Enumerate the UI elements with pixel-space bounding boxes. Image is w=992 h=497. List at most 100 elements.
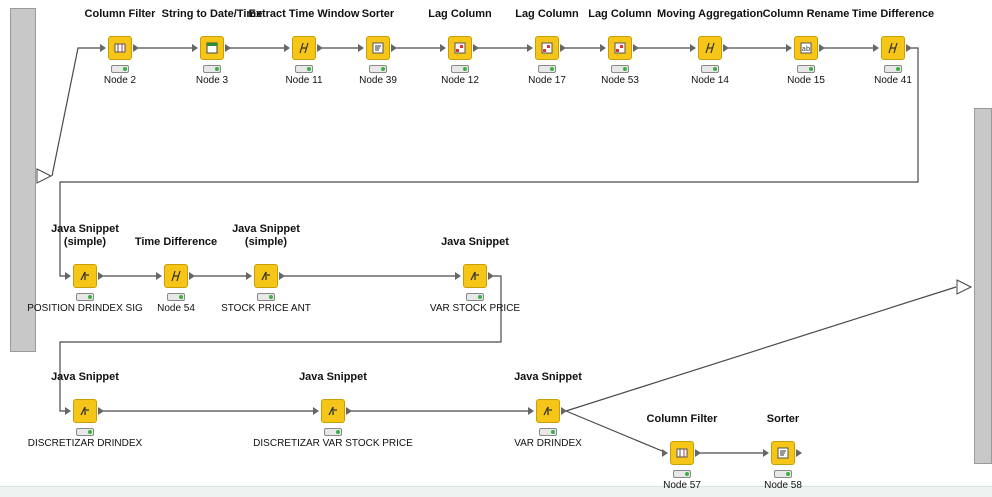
output-port[interactable] — [98, 272, 104, 280]
input-port[interactable] — [763, 449, 769, 457]
input-port[interactable] — [690, 44, 696, 52]
node-icon-box[interactable] — [200, 36, 224, 60]
workflow-node[interactable]: Java Snippet (simple)POSITION DRINDEX SI… — [15, 223, 155, 314]
input-port[interactable] — [65, 272, 71, 280]
input-port[interactable] — [358, 44, 364, 52]
node-label[interactable]: Node 15 — [787, 75, 825, 86]
node-icon-box[interactable] — [881, 36, 905, 60]
node-icon-box[interactable] — [321, 399, 345, 423]
output-port[interactable] — [561, 407, 567, 415]
node-label[interactable]: Node 12 — [441, 75, 479, 86]
node-label[interactable]: Node 41 — [874, 75, 912, 86]
node-icon-box[interactable] — [254, 264, 278, 288]
node-icon-box[interactable] — [698, 36, 722, 60]
output-port[interactable] — [796, 449, 802, 457]
node-icon-box[interactable] — [670, 441, 694, 465]
input-port[interactable] — [313, 407, 319, 415]
node-label[interactable]: Node 58 — [764, 480, 802, 491]
input-port[interactable] — [440, 44, 446, 52]
output-port[interactable] — [346, 407, 352, 415]
input-port[interactable] — [527, 44, 533, 52]
output-port[interactable] — [695, 449, 701, 457]
metanode-output-bar[interactable] — [974, 108, 992, 464]
output-port[interactable] — [473, 44, 479, 52]
node-label[interactable]: Node 17 — [528, 75, 566, 86]
node-icon-box[interactable] — [463, 264, 487, 288]
input-port[interactable] — [284, 44, 290, 52]
node-icon-box[interactable] — [535, 36, 559, 60]
metanode-input-bar[interactable] — [10, 8, 36, 352]
input-port[interactable] — [455, 272, 461, 280]
input-port[interactable] — [100, 44, 106, 52]
node-icon-box[interactable] — [608, 36, 632, 60]
node-label[interactable]: Node 11 — [285, 75, 323, 86]
output-port[interactable] — [906, 44, 912, 52]
input-port[interactable] — [662, 449, 668, 457]
node-label[interactable]: STOCK PRICE ANT — [221, 303, 311, 314]
node-label[interactable]: Node 54 — [157, 303, 195, 314]
input-port[interactable] — [65, 407, 71, 415]
node-icon-box[interactable] — [164, 264, 188, 288]
node-icon-box[interactable]: ab — [794, 36, 818, 60]
input-port-icon[interactable] — [36, 168, 56, 184]
output-port[interactable] — [225, 44, 231, 52]
node-label[interactable]: VAR DRINDEX — [514, 438, 582, 449]
output-port[interactable] — [279, 272, 285, 280]
node-icon-box[interactable] — [448, 36, 472, 60]
input-port[interactable] — [156, 272, 162, 280]
node-label[interactable]: Node 39 — [359, 75, 397, 86]
node-label[interactable]: Node 53 — [601, 75, 639, 86]
node-icon-box[interactable] — [73, 399, 97, 423]
input-port[interactable] — [528, 407, 534, 415]
node-label[interactable]: DISCRETIZAR DRINDEX — [27, 438, 143, 449]
output-port[interactable] — [189, 272, 195, 280]
output-port[interactable] — [98, 407, 104, 415]
node-label[interactable]: Node 3 — [195, 75, 229, 86]
node-label[interactable]: VAR STOCK PRICE — [429, 303, 521, 314]
input-port[interactable] — [786, 44, 792, 52]
output-port[interactable] — [488, 272, 494, 280]
input-port[interactable] — [873, 44, 879, 52]
output-port[interactable] — [317, 44, 323, 52]
output-port-icon[interactable] — [956, 279, 976, 295]
input-port[interactable] — [600, 44, 606, 52]
node-icon-box[interactable] — [292, 36, 316, 60]
node-label[interactable]: Node 2 — [103, 75, 137, 86]
output-port[interactable] — [133, 44, 139, 52]
node-icon-box[interactable] — [73, 264, 97, 288]
node-icon-box[interactable] — [771, 441, 795, 465]
node-label[interactable]: Node 14 — [691, 75, 729, 86]
output-port[interactable] — [723, 44, 729, 52]
node-icon-box[interactable] — [108, 36, 132, 60]
input-port[interactable] — [246, 272, 252, 280]
node-label[interactable]: DISCRETIZAR VAR STOCK PRICE — [253, 438, 413, 449]
node-label[interactable]: POSITION DRINDEX SIG — [27, 303, 143, 314]
output-port[interactable] — [391, 44, 397, 52]
node-icon-box[interactable] — [536, 399, 560, 423]
node-icon-box[interactable] — [366, 36, 390, 60]
node-title: Java Snippet — [299, 371, 367, 383]
node-label[interactable]: Node 57 — [663, 480, 701, 491]
workflow-node[interactable]: Java Snippet (simple)STOCK PRICE ANT — [196, 223, 336, 314]
output-port[interactable] — [560, 44, 566, 52]
output-port[interactable] — [819, 44, 825, 52]
output-port[interactable] — [633, 44, 639, 52]
input-port[interactable] — [192, 44, 198, 52]
